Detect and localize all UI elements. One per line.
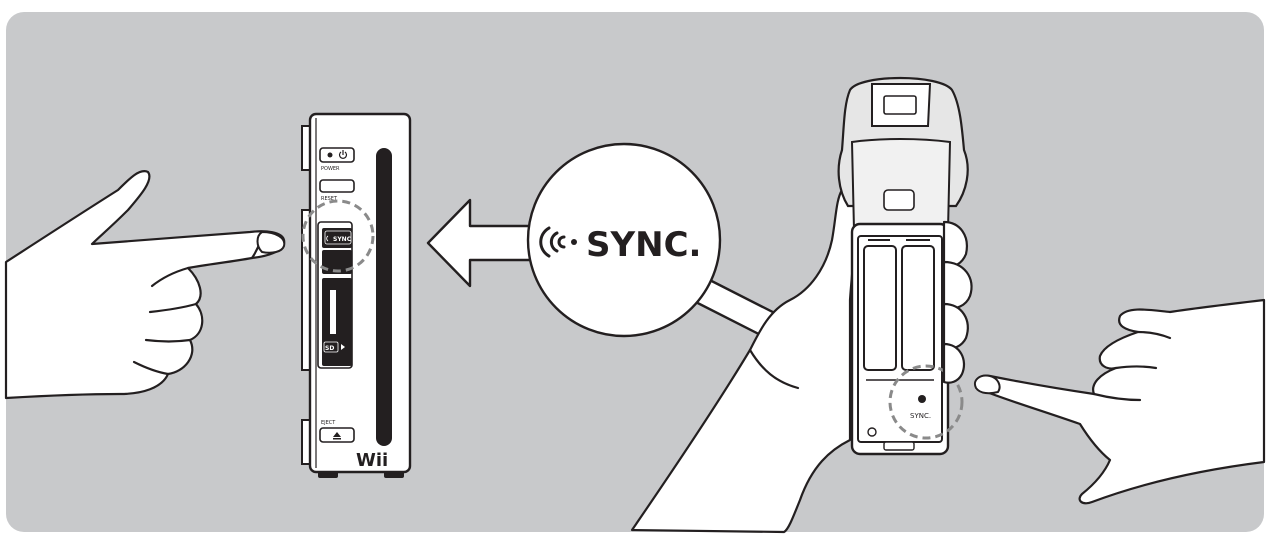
wireless-signal-icon — [539, 226, 566, 258]
console-sync-label: SYNC — [333, 236, 352, 243]
pointing-hand-right-icon — [975, 298, 1266, 505]
holding-hand-fingers — [942, 220, 973, 384]
sync-callout-bubble — [526, 142, 722, 338]
battery-left — [863, 245, 897, 371]
wii-console: POWER RESET SYNC SD EJECT Wii — [301, 112, 412, 478]
callout-sync-text: SYNC. — [586, 225, 701, 265]
sd-label: SD — [325, 345, 334, 352]
console-sync-button[interactable] — [324, 230, 352, 245]
battery-right — [901, 245, 935, 371]
wii-remote: SYNC. — [837, 76, 969, 456]
remote-sync-label: SYNC. — [910, 412, 931, 420]
eject-icon — [333, 432, 341, 440]
eject-label: EJECT — [321, 420, 336, 426]
remote-sync-button[interactable] — [918, 395, 926, 403]
power-icon — [338, 150, 348, 159]
fingernail-right — [974, 374, 1001, 395]
power-button[interactable] — [319, 147, 355, 163]
reset-button[interactable] — [319, 179, 355, 193]
fingernail-left — [256, 230, 286, 254]
power-label: POWER — [321, 166, 340, 172]
remote-sync-highlight — [888, 364, 964, 440]
reset-label: RESET — [321, 196, 338, 202]
console-sync-highlight — [301, 199, 375, 273]
disc-slot — [376, 148, 392, 446]
wii-logo: Wii — [356, 450, 388, 471]
